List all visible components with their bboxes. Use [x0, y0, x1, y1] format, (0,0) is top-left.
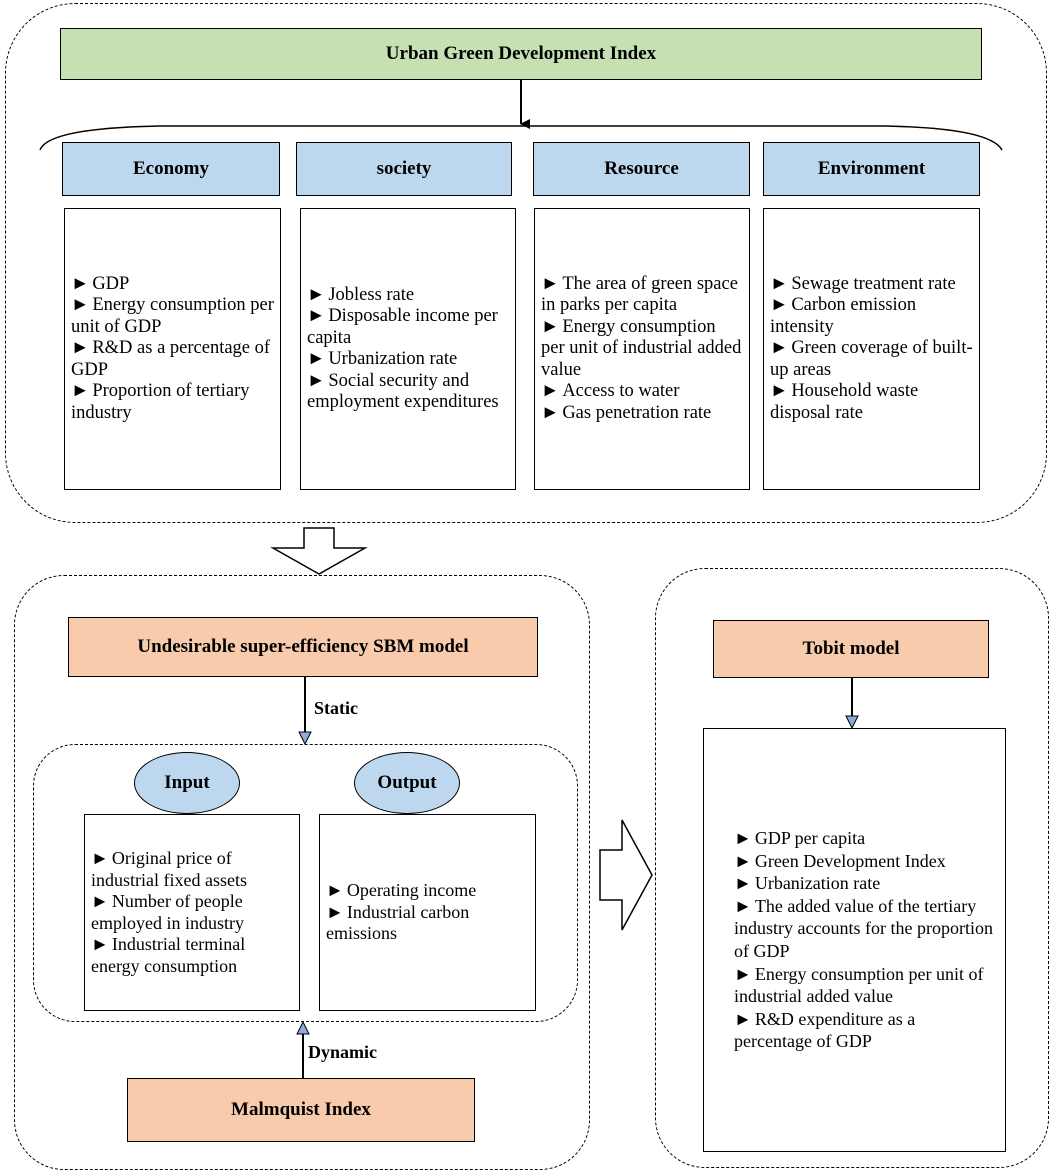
static-arrowhead [298, 731, 312, 746]
resource-indicator-list: The area of green space in parks per cap… [534, 208, 750, 490]
dynamic-arrowhead [296, 1020, 310, 1035]
list-item: R&D as a percentage of GDP [71, 338, 274, 381]
static-label: Static [314, 698, 358, 718]
list-item: Energy consumption per unit of GDP [71, 295, 274, 338]
dimension-header-resource: Resource [533, 142, 750, 196]
list-item: Gas penetration rate [541, 403, 743, 425]
input-ellipse: Input [134, 752, 240, 814]
list-item: Proportion of tertiary industry [71, 381, 274, 424]
dimension-header-society: society [296, 142, 512, 196]
list-item: Green Development Index [734, 850, 997, 873]
list-item: Urbanization rate [734, 872, 997, 895]
tobit-frame [655, 568, 1049, 1168]
dynamic-label: Dynamic [308, 1042, 377, 1062]
index-frame [5, 3, 1047, 523]
list-item: Industrial terminal energy consumption [91, 934, 293, 977]
tobit-variable-list: GDP per capita Green Development Index U… [703, 728, 1006, 1152]
list-item: Original price of industrial fixed asset… [91, 848, 293, 891]
list-item: Household waste disposal rate [770, 381, 973, 424]
dimension-brace [39, 125, 1003, 151]
input-indicator-list: Original price of industrial fixed asset… [84, 814, 300, 1011]
list-item: Access to water [541, 381, 743, 403]
environment-indicator-list: Sewage treatment rate Carbon emission in… [763, 208, 980, 490]
list-item: GDP [71, 274, 274, 296]
list-item: The area of green space in parks per cap… [541, 274, 743, 317]
sbm-model-box: Undesirable super-efficiency SBM model [68, 617, 538, 677]
list-item: Jobless rate [307, 285, 509, 307]
list-item: R&D expenditure as a percentage of GDP [734, 1008, 997, 1053]
list-item: Disposable income per capita [307, 306, 509, 349]
tobit-model-box: Tobit model [713, 620, 989, 678]
list-item: Urbanization rate [307, 349, 509, 371]
list-item: Sewage treatment rate [770, 274, 973, 296]
output-indicator-list: Operating income Industrial carbon emiss… [319, 814, 536, 1011]
sbm-frame [14, 575, 590, 1170]
index-title-box: Urban Green Development Index [60, 28, 982, 80]
output-ellipse: Output [354, 752, 460, 814]
input-output-frame [33, 744, 578, 1022]
hollow-right-arrow [599, 819, 653, 931]
tobit-arrowhead [845, 715, 859, 730]
society-indicator-list: Jobless rate Disposable income per capit… [300, 208, 516, 490]
economy-indicator-list: GDP Energy consumption per unit of GDP R… [64, 208, 281, 490]
index-title: Urban Green Development Index [385, 43, 657, 64]
list-item: Green coverage of built-up areas [770, 338, 973, 381]
dimension-header-economy: Economy [62, 142, 280, 196]
list-item: Energy consumption per unit of industria… [541, 317, 743, 382]
list-item: Number of people employed in industry [91, 891, 293, 934]
list-item: Industrial carbon emissions [326, 902, 529, 945]
hollow-down-arrow [270, 527, 368, 575]
malmquist-index-box: Malmquist Index [127, 1078, 475, 1142]
list-item: Social security and employment expenditu… [307, 371, 509, 414]
list-item: GDP per capita [734, 827, 997, 850]
list-item: The added value of the tertiary industry… [734, 895, 997, 963]
list-item: Carbon emission intensity [770, 295, 973, 338]
list-item: Operating income [326, 880, 529, 902]
list-item: Energy consumption per unit of industria… [734, 963, 997, 1008]
dimension-header-environment: Environment [763, 142, 980, 196]
